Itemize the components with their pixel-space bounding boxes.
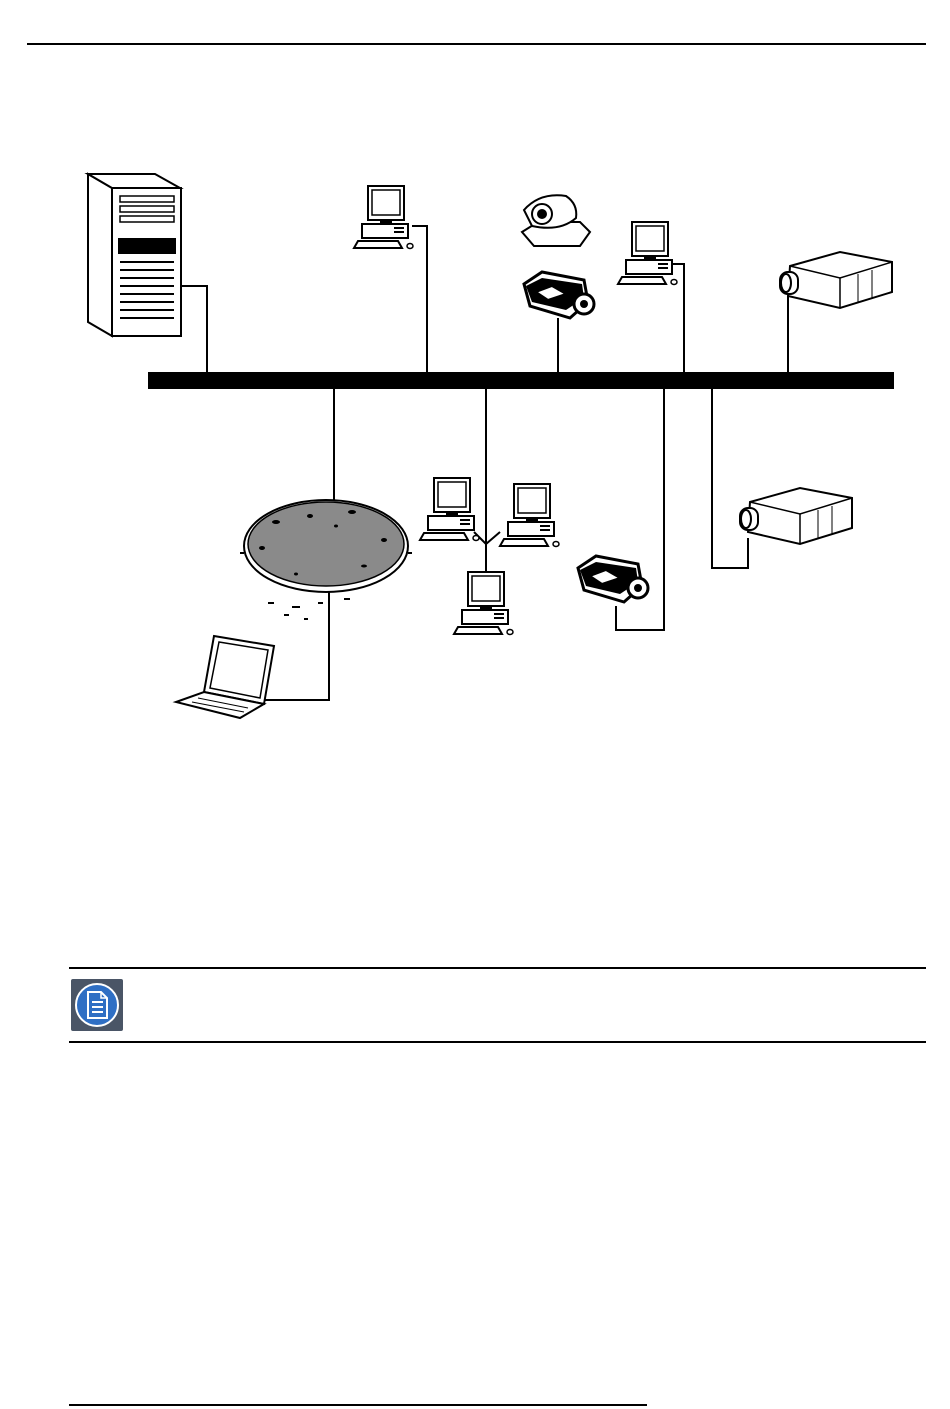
desktop-computer-icon (454, 572, 513, 635)
note-top-rule (69, 967, 926, 969)
footer-rule (69, 1404, 647, 1406)
projector-icon (524, 272, 594, 318)
laptop-icon (176, 636, 274, 718)
top-rule (27, 43, 926, 45)
server-tower-icon (88, 174, 181, 336)
network-diagram (0, 150, 950, 730)
note-document-icon (71, 979, 123, 1031)
ptz-camera-icon (522, 195, 590, 246)
desktop-computer-icon (420, 478, 479, 541)
projector-icon (780, 252, 892, 308)
desktop-computer-icon (500, 484, 559, 547)
projector-icon (578, 556, 648, 602)
projector-icon (740, 488, 852, 544)
network-cloud-icon (240, 500, 412, 620)
desktop-computer-icon (618, 222, 677, 285)
note-bottom-rule (69, 1041, 926, 1043)
desktop-computer-icon (354, 186, 413, 249)
network-backbone (148, 372, 894, 389)
